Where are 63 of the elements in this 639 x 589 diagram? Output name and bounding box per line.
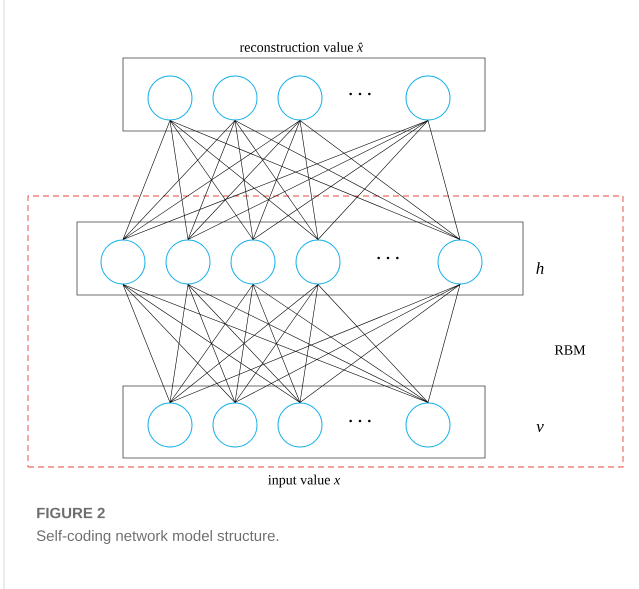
connection-line — [122, 120, 236, 240]
connection-line — [122, 284, 170, 403]
connection-line — [188, 120, 300, 240]
connection-line — [318, 284, 428, 403]
connection-line — [170, 284, 254, 403]
connection-line — [300, 120, 318, 240]
connection-line — [318, 120, 428, 240]
connection-line — [234, 284, 318, 403]
connection-line — [170, 284, 188, 403]
connection-line — [234, 120, 254, 240]
layer-symbol: h — [536, 262, 544, 274]
neuron-circle — [166, 240, 210, 284]
connection-line — [122, 120, 428, 240]
caption-text: Self-coding network model structure. — [36, 530, 278, 544]
connection-line — [170, 120, 254, 240]
neuron-circle — [212, 402, 258, 448]
connection-line — [122, 284, 428, 403]
connection-line — [122, 284, 300, 403]
connection-line — [234, 120, 460, 240]
connection-line — [252, 284, 428, 403]
connection-line — [170, 120, 460, 240]
rbm-label: RBM — [554, 345, 586, 355]
neuron-circle — [148, 76, 192, 120]
connection-line — [252, 120, 428, 240]
connection-line — [170, 284, 460, 403]
connection-line — [188, 284, 300, 403]
neuron-circle — [296, 240, 340, 284]
connection-line — [122, 120, 300, 240]
neuron-circle — [278, 402, 322, 448]
connection-line — [122, 284, 236, 403]
connection-line — [170, 284, 318, 403]
layer-title: reconstruction value x̂ — [240, 42, 364, 52]
neuron-circle — [438, 240, 482, 284]
neuron-circle — [148, 402, 192, 448]
connection-line — [188, 284, 428, 403]
layer-symbol: v — [536, 424, 544, 432]
connection-line — [188, 120, 236, 240]
connection-line — [300, 120, 460, 240]
ellipsis: · · · — [377, 256, 399, 260]
connection-line — [170, 120, 188, 240]
figure-number: FIGURE 2 — [37, 508, 105, 518]
connection-line — [234, 120, 318, 240]
ellipsis: · · · — [349, 92, 371, 96]
connection-line — [252, 284, 300, 403]
connection-line — [300, 284, 318, 403]
connection-line — [252, 120, 300, 240]
neuron-circle — [278, 76, 322, 120]
neuron-circle — [406, 402, 450, 448]
connection-line — [188, 284, 236, 403]
connection-line — [234, 284, 254, 403]
ellipsis: · · · — [349, 420, 371, 422]
connection-line — [234, 284, 460, 403]
neuron-circle — [406, 76, 450, 120]
connection-line — [170, 120, 318, 240]
axis-title: input value x — [268, 474, 340, 488]
connection-line — [300, 284, 460, 403]
connection-line — [428, 284, 460, 403]
neuron-circle — [100, 240, 146, 284]
connection-line — [122, 120, 170, 240]
neuron-circle — [212, 76, 258, 120]
connection-line — [188, 120, 428, 240]
neuron-circle — [230, 240, 276, 284]
connection-line — [428, 120, 460, 240]
